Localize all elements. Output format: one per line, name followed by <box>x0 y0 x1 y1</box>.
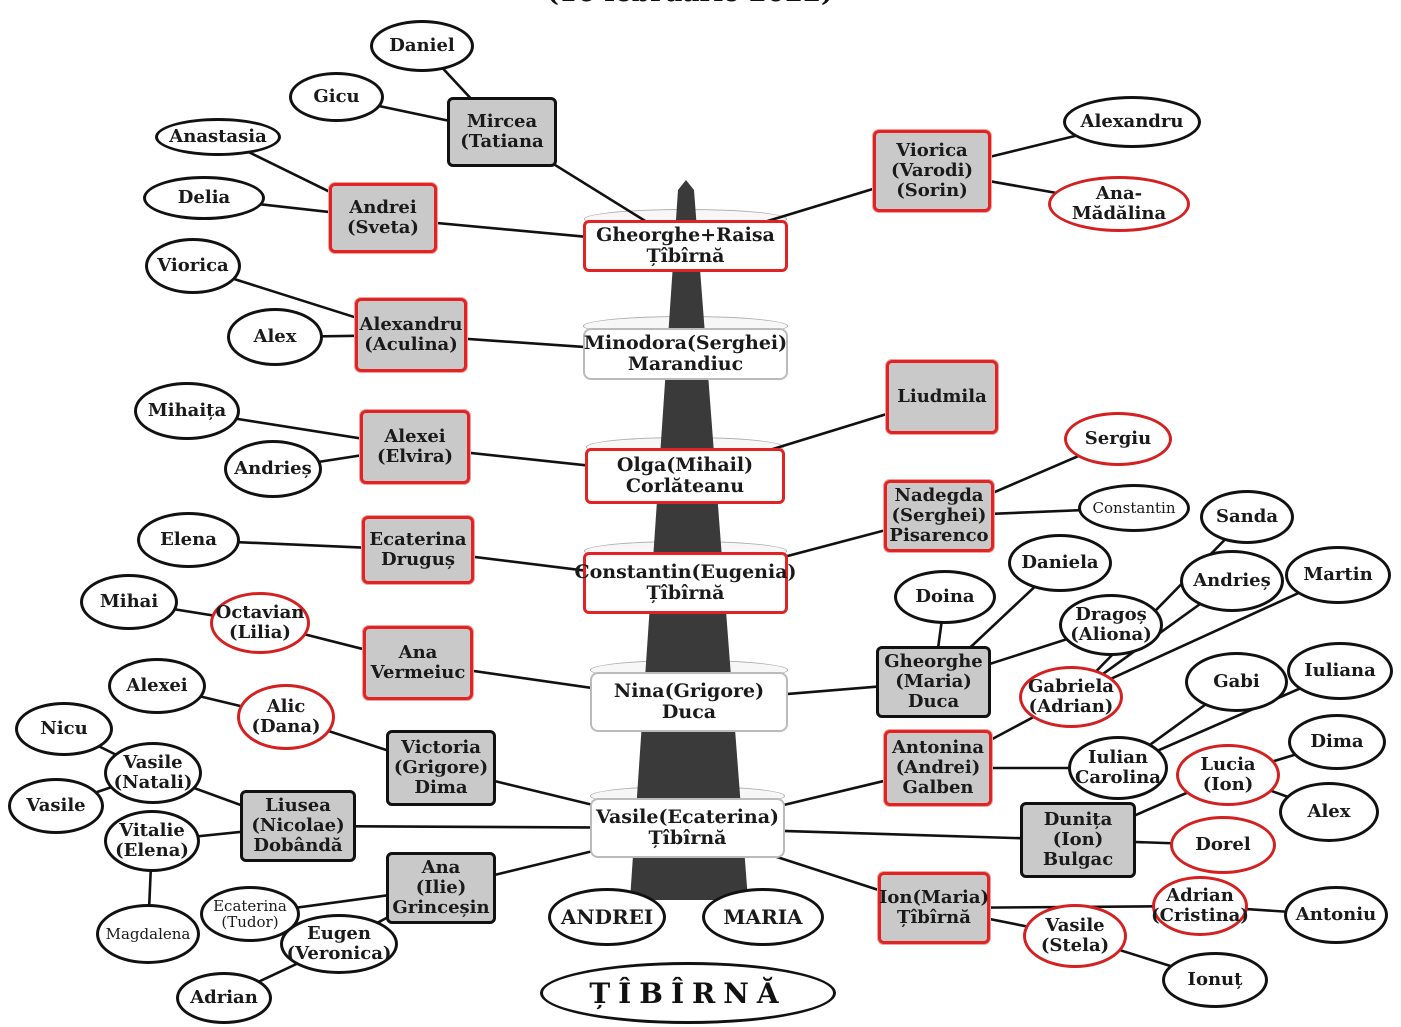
person-node-doina: Doina <box>894 570 996 624</box>
person-node-liusea: Liusea (Nicolae) Dobândă <box>240 790 356 862</box>
person-node-dima: Dima <box>1288 714 1386 770</box>
person-node-minodora: Minodora(Serghei) Marandiuc <box>583 316 788 380</box>
person-node-alexandru-r: Alexandru <box>1063 96 1201 148</box>
person-node-daniela: Daniela <box>1008 534 1112 592</box>
person-node-andries-r: Andrieș <box>1180 550 1284 612</box>
person-node-alex-l: Alex <box>227 308 323 366</box>
family-name-base: ȚÎBÎRNĂ <box>540 962 836 1024</box>
person-node-antoniu: Antoniu <box>1284 886 1388 944</box>
person-node-daniel: Daniel <box>370 20 474 72</box>
person-node-ecaterina-drugus: Ecaterina Druguș <box>362 516 474 584</box>
person-node-eugen: Eugen (Veronica) <box>280 914 398 974</box>
person-node-octavian: Octavian (Lilia) <box>210 592 310 654</box>
person-node-delia: Delia <box>143 176 265 220</box>
person-node-vasile-stela: Vasile (Stela) <box>1023 904 1127 968</box>
person-node-alic: Alic (Dana) <box>237 684 335 750</box>
person-node-iulian: Iulian Carolina <box>1068 736 1168 800</box>
person-node-alexei-l: Alexei <box>108 658 206 714</box>
person-node-dragos: Dragoș (Aliona) <box>1059 594 1163 656</box>
person-node-antonina: Antonina (Andrei) Galben <box>884 730 992 806</box>
person-node-ana-ilie: Ana (Ilie) Grinceșin <box>386 852 496 924</box>
person-node-gabi: Gabi <box>1185 652 1288 712</box>
person-node-vasile-natali: Vasile (Natali) <box>104 742 202 804</box>
person-node-maria-root: MARIA <box>702 888 824 946</box>
person-node-mircea: Mircea (Tatiana <box>447 97 557 167</box>
person-node-martin: Martin <box>1285 546 1391 604</box>
person-node-nina: Nina(Grigore) Duca <box>590 660 788 732</box>
person-node-gabriela: Gabriela (Adrian) <box>1019 666 1123 728</box>
person-node-magdalena: Magdalena <box>96 904 200 964</box>
person-node-dorel: Dorel <box>1170 816 1276 874</box>
person-node-adrian-cristina: Adrian (Cristina) <box>1151 876 1249 936</box>
person-node-alexandru-aculina: Alexandru (Aculina) <box>355 298 467 372</box>
tree-trunk <box>630 180 748 900</box>
edge-gabriela-sanda <box>1070 516 1248 698</box>
person-node-alex-r: Alex <box>1279 782 1379 842</box>
person-node-liudmila: Liudmila <box>886 360 998 434</box>
person-node-andries-l: Andrieș <box>224 440 322 498</box>
person-node-ionut: Ionuț <box>1162 952 1268 1008</box>
person-node-ion-maria: Ion(Maria) Țîbîrnă <box>878 872 990 944</box>
person-node-ana-madalina: Ana- Mădălina <box>1048 176 1190 232</box>
person-node-mihai: Mihai <box>80 574 178 630</box>
person-node-vasile-l: Vasile <box>8 778 104 834</box>
person-node-viorica-r: Viorica (Varodi) (Sorin) <box>873 130 991 212</box>
person-node-dunita: Dunița (Ion) Bulgac <box>1020 802 1136 878</box>
person-node-vitalie: Vitalie (Elena) <box>104 810 200 872</box>
edge-gabriela-martin <box>1070 573 1339 699</box>
person-node-victoria: Victoria (Grigore) Dima <box>386 730 496 806</box>
person-node-nicu: Nicu <box>15 702 113 756</box>
person-node-gheorghe-maria: Gheorghe (Maria) Duca <box>876 646 991 718</box>
person-node-elena: Elena <box>137 512 240 568</box>
person-node-constantin-eugenia: Constantin(Eugenia) Țîbîrnă <box>575 541 797 614</box>
person-node-adrian-l: Adrian <box>176 972 272 1024</box>
person-node-mihaita: Mihaița <box>134 382 240 440</box>
person-node-andrei-root: ANDREI <box>548 888 666 946</box>
person-node-ecaterina-tudor: Ecaterina (Tudor) <box>200 886 300 942</box>
person-node-vasile-ecaterina: Vasile(Ecaterina) Țîbîrnă <box>590 786 785 858</box>
person-node-gicu: Gicu <box>289 72 384 122</box>
diagram-date: (16 februarie 2022) <box>520 0 860 8</box>
person-node-gheorghe-raisa: Gheorghe+Raisa Țîbîrnă <box>583 209 788 272</box>
person-node-iuliana: Iuliana <box>1287 642 1393 700</box>
person-node-sanda: Sanda <box>1200 490 1294 544</box>
person-node-anastasia: Anastasia <box>155 118 281 156</box>
person-node-nadegda: Nadegda (Serghei) Pisarenco <box>884 480 994 552</box>
person-node-viorica-l: Viorica <box>145 238 241 294</box>
person-node-constantin-r: Constantin <box>1078 484 1190 532</box>
person-node-sergiu: Sergiu <box>1064 412 1172 466</box>
person-node-olga: Olga(Mihail) Corlăteanu <box>585 437 785 504</box>
person-node-alexei-elvira: Alexei (Elvira) <box>360 410 470 484</box>
person-node-andrei-sveta: Andrei (Sveta) <box>329 183 437 253</box>
person-node-ana-vermeiuc: Ana Vermeiuc <box>363 626 473 700</box>
person-node-lucia: Lucia (Ion) <box>1176 744 1280 806</box>
